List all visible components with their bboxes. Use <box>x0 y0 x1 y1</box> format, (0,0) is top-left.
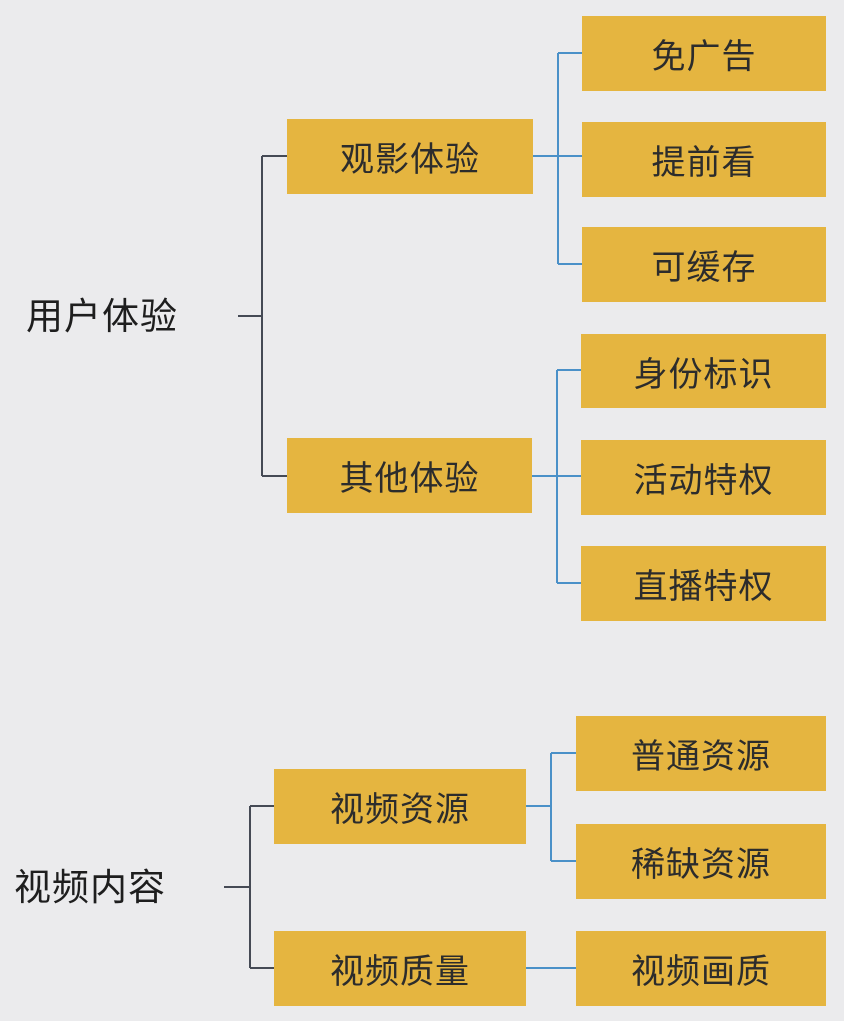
branch-connector-other-experience <box>532 369 581 584</box>
node-early-access: 提前看 <box>582 122 826 197</box>
node-viewing-experience: 观影体验 <box>287 119 533 194</box>
node-live-privileges: 直播特权 <box>581 546 826 621</box>
node-other-experience: 其他体验 <box>287 438 532 513</box>
root-connector-user-experience <box>238 155 287 477</box>
root-node-video-content: 视频内容 <box>14 866 166 909</box>
node-event-privileges: 活动特权 <box>581 440 826 515</box>
node-no-ads: 免广告 <box>582 16 826 91</box>
node-identity-badge: 身份标识 <box>581 334 826 408</box>
node-video-resolution: 视频画质 <box>576 931 826 1006</box>
node-regular-resources: 普通资源 <box>576 716 826 791</box>
node-rare-resources: 稀缺资源 <box>576 824 826 899</box>
root-node-user-experience: 用户体验 <box>26 295 178 338</box>
branch-connector-video-resources <box>526 752 576 862</box>
root-connector-video-content <box>224 805 274 969</box>
node-video-quality: 视频质量 <box>274 931 526 1006</box>
node-video-resources: 视频资源 <box>274 769 526 844</box>
node-cacheable: 可缓存 <box>582 227 826 302</box>
branch-connector-viewing-experience <box>533 52 582 265</box>
